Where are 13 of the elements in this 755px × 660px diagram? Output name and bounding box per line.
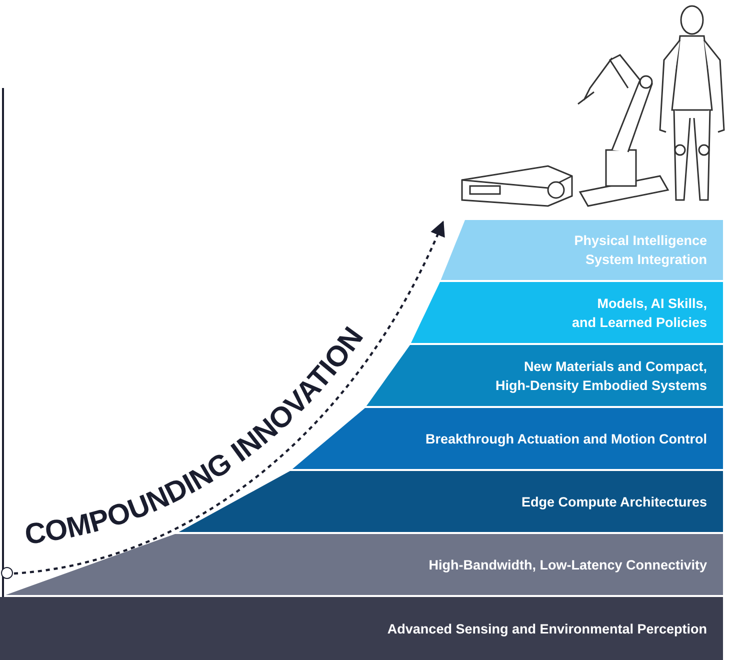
layer-title: Physical Intelligence System Integration <box>573 232 707 269</box>
layer-band <box>0 597 723 660</box>
layer-title: Breakthrough Actuation and Motion Control <box>426 430 707 448</box>
layer-title: Advanced Sensing and Environmental Perception <box>387 620 707 638</box>
layer-title: Edge Compute Architectures <box>521 493 707 511</box>
layer-title: Models, AI Skills, and Learned Policies <box>570 294 707 332</box>
layer-title: High-Bandwidth, Low-Latency Connectivity <box>428 556 707 574</box>
layer-band <box>411 282 723 343</box>
dashed-arrow <box>14 220 444 575</box>
layer-band <box>366 345 723 406</box>
layer-title: New Materials and Compact, High-Density Embodied Systems <box>494 358 707 394</box>
layer-band <box>441 220 723 280</box>
start-circle <box>1 567 13 579</box>
